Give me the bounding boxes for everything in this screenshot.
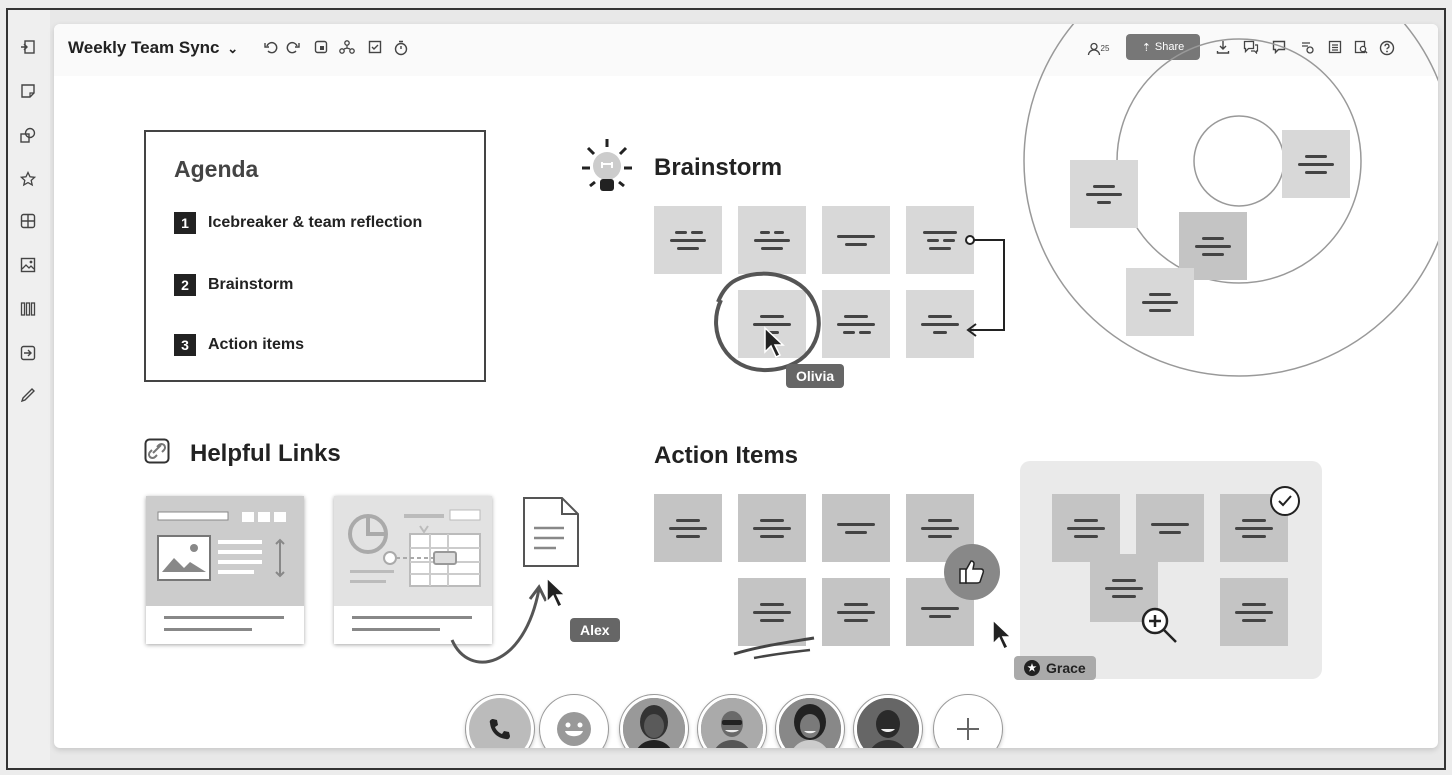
helpful-links-title: Helpful Links: [190, 440, 341, 467]
cursor-pointer-icon: [546, 576, 567, 609]
agenda-item-label: Action items: [208, 336, 305, 353]
cursor-label-alex: Alex: [570, 618, 620, 642]
comments-icon[interactable]: [1242, 40, 1260, 58]
templates-icon[interactable]: [19, 300, 37, 318]
sticky-note[interactable]: [1136, 494, 1204, 562]
zoom-icon[interactable]: [1352, 40, 1370, 58]
left-toolbar: [8, 10, 50, 768]
timer-icon[interactable]: [392, 40, 410, 58]
sticky-note[interactable]: [738, 578, 806, 646]
cursor-pointer-icon: [992, 618, 1013, 651]
chat-icon[interactable]: [1270, 40, 1288, 58]
agenda-item[interactable]: 2 Brainstorm: [174, 274, 293, 296]
help-icon[interactable]: [1378, 40, 1396, 58]
sticky-note[interactable]: [1052, 494, 1120, 562]
layers-icon[interactable]: [1298, 40, 1316, 58]
link-card-report[interactable]: [334, 496, 492, 644]
plus-icon: [937, 698, 999, 748]
redo-icon[interactable]: [284, 40, 302, 58]
underline-scribble: [733, 636, 815, 660]
sticky-note[interactable]: [822, 206, 890, 274]
sticky-note[interactable]: [1070, 160, 1138, 228]
agenda-item[interactable]: 1 Icebreaker & team reflection: [174, 212, 422, 234]
document-icon[interactable]: [520, 494, 582, 575]
sticky-note[interactable]: [1090, 554, 1158, 622]
agenda-item-number: 2: [174, 274, 196, 296]
agenda-item-number: 3: [174, 334, 196, 356]
whiteboard-canvas[interactable]: Weekly Team Sync ⌄ 25: [54, 24, 1438, 748]
sticky-note[interactable]: [654, 494, 722, 562]
sticky-note[interactable]: [822, 578, 890, 646]
agenda-item[interactable]: 3 Action items: [174, 334, 304, 356]
link-icon: [144, 438, 170, 469]
phone-button[interactable]: [466, 695, 534, 748]
star-badge-icon: ★: [1024, 660, 1040, 676]
share-button-label: Share: [1154, 41, 1185, 53]
select-icon[interactable]: [366, 40, 384, 58]
brainstorm-title: Brainstorm: [654, 154, 783, 181]
participant-2-avatar[interactable]: [698, 695, 766, 748]
board-title-text: Weekly Team Sync: [68, 38, 220, 57]
participants-icon[interactable]: 25: [1084, 40, 1112, 58]
list-icon[interactable]: [1326, 40, 1344, 58]
action-items-title: Action Items: [654, 442, 799, 469]
sticky-note[interactable]: [738, 206, 806, 274]
frame-icon[interactable]: [312, 40, 330, 58]
star-icon[interactable]: [19, 170, 37, 188]
sticky-note-icon[interactable]: [19, 82, 37, 100]
shapes-icon[interactable]: [19, 126, 37, 144]
agenda-item-label: Icebreaker & team reflection: [208, 214, 423, 231]
zoom-in-icon[interactable]: [1140, 606, 1180, 651]
upload-share-icon: ⇡: [1141, 41, 1151, 54]
sticky-note[interactable]: [1282, 130, 1350, 198]
grid-icon[interactable]: [19, 212, 37, 230]
participant-1-avatar[interactable]: [620, 695, 688, 748]
sticky-note[interactable]: [906, 290, 974, 358]
add-participant-button[interactable]: [934, 695, 1002, 748]
image-icon[interactable]: [19, 256, 37, 274]
cursor-label-grace-text: Grace: [1046, 660, 1086, 676]
link-card-webpage[interactable]: [146, 496, 304, 644]
sticky-note[interactable]: [738, 494, 806, 562]
upload-icon[interactable]: [19, 344, 37, 362]
sticky-note[interactable]: [906, 206, 974, 274]
sticky-note[interactable]: [1220, 578, 1288, 646]
pen-icon[interactable]: [19, 386, 37, 404]
cursor-label-olivia: Olivia: [786, 364, 845, 388]
check-circle-icon[interactable]: [1270, 486, 1300, 516]
sticky-note[interactable]: [822, 290, 890, 358]
drawn-circle-annotation: [714, 271, 821, 373]
board-title[interactable]: Weekly Team Sync ⌄: [68, 38, 238, 58]
thumbs-up-icon[interactable]: [944, 544, 1000, 600]
agenda-item-label: Brainstorm: [208, 276, 294, 293]
agenda-card[interactable]: Agenda 1 Icebreaker & team reflection 2 …: [144, 130, 486, 382]
undo-icon[interactable]: [262, 40, 280, 58]
emoji-icon: [543, 698, 605, 748]
sticky-note[interactable]: [654, 206, 722, 274]
app-window: Weekly Team Sync ⌄ 25: [6, 8, 1446, 770]
sticky-note[interactable]: [822, 494, 890, 562]
sticky-note[interactable]: [1126, 268, 1194, 336]
sidebar-toggle-icon[interactable]: [19, 38, 37, 56]
share-button[interactable]: ⇡ Share: [1126, 34, 1200, 60]
agenda-item-number: 1: [174, 212, 196, 234]
emoji-button[interactable]: [540, 695, 608, 748]
cursor-pointer-icon: [764, 326, 785, 359]
agenda-title: Agenda: [174, 156, 259, 182]
phone-icon: [469, 698, 531, 748]
chevron-down-icon[interactable]: ⌄: [227, 41, 239, 56]
cursor-label-grace: ★ Grace: [1014, 656, 1096, 680]
drawn-arrow-annotation: [450, 584, 548, 664]
lightbulb-icon: [580, 138, 634, 203]
top-toolbar: Weekly Team Sync ⌄ 25: [54, 24, 1438, 76]
participant-4-avatar[interactable]: [854, 695, 922, 748]
participant-3-avatar[interactable]: [776, 695, 844, 748]
participant-count: 25: [1100, 44, 1110, 53]
connector-arrow[interactable]: [954, 229, 1014, 339]
mind-map-icon[interactable]: [338, 40, 356, 58]
download-icon[interactable]: [1214, 40, 1232, 58]
